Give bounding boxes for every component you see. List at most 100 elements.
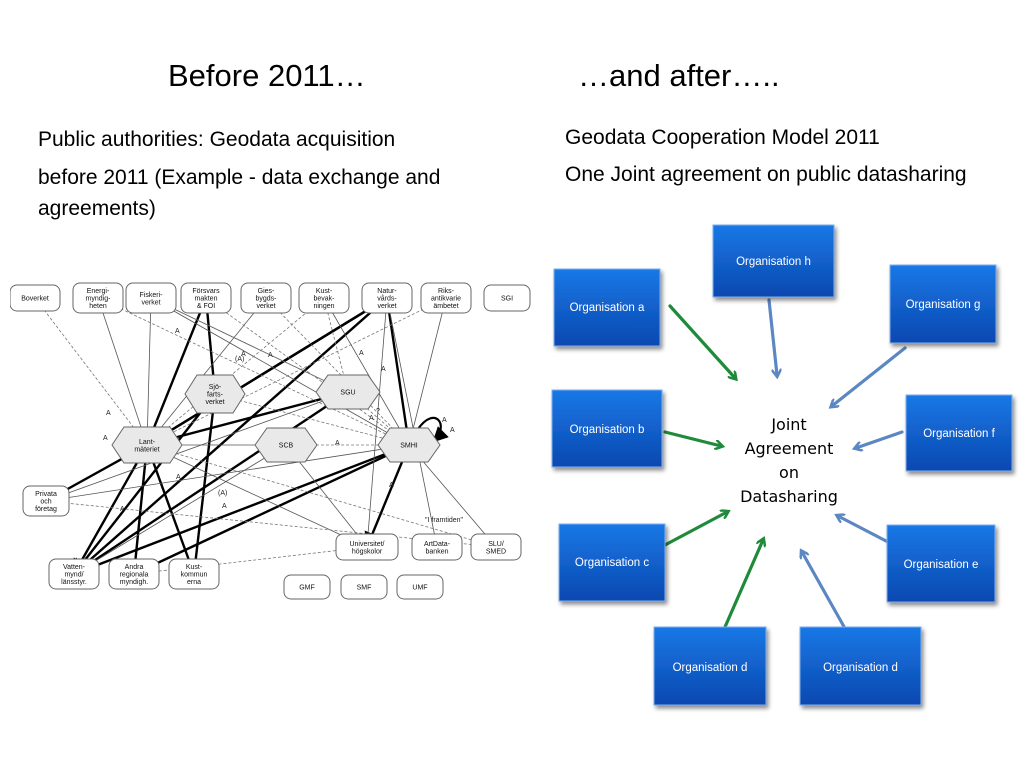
edge-sjo-kustkommun (187, 393, 217, 577)
edge-label: A (103, 435, 108, 442)
svg-text:mynd/: mynd/ (64, 572, 83, 579)
edge-forsvars-smhi (205, 297, 410, 446)
svg-text:Riks-: Riks- (438, 288, 455, 295)
organisation-label-f: Organisation f (923, 428, 995, 440)
node-gies: Gies-bygds-verket (240, 282, 292, 314)
node-smhi: SMHI (377, 427, 441, 463)
edge-natur-smhi (385, 297, 416, 448)
svg-text:högskolor: högskolor (352, 548, 383, 555)
svg-text:och: och (40, 499, 51, 506)
svg-text:Universitet/: Universitet/ (349, 541, 384, 548)
svg-text:verket: verket (377, 303, 396, 310)
node-smf: SMF (340, 574, 388, 600)
organisation-label-g: Organisation g (906, 299, 981, 311)
edge-label: A (442, 417, 447, 424)
svg-text:regionala: regionala (120, 572, 149, 579)
edge-label: A (369, 415, 374, 422)
edge-fiskeri-sgu (150, 297, 349, 393)
svg-text:ningen: ningen (313, 303, 334, 310)
heading-before: Before 2011… (168, 58, 366, 93)
node-gmf: GMF (283, 574, 331, 600)
organisation-box-d1: Organisation d (653, 626, 767, 706)
svg-text:Kust-: Kust- (186, 564, 203, 571)
edge-label: A (359, 350, 364, 357)
organisation-label-d2: Organisation d (823, 662, 898, 674)
edge-lant-forsvars (145, 295, 209, 446)
edge-label: A (241, 351, 246, 358)
svg-text:makten: makten (195, 296, 218, 303)
edge-label: A (268, 352, 273, 359)
edge-smhi-fiskeri (150, 297, 410, 446)
edge-smhi-andra (131, 443, 410, 576)
edge-sjo-vatten (72, 393, 216, 576)
arrow-organisation-d1 (723, 540, 763, 629)
edge-sgu-privata (45, 391, 349, 502)
organisation-box-f: Organisation f (905, 394, 1013, 472)
right-text-line1: Geodata Cooperation Model 2011 (565, 126, 880, 149)
svg-text:länsstyr.: länsstyr. (61, 579, 87, 586)
organisation-box-a: Organisation a (553, 268, 661, 347)
svg-text:UMF: UMF (412, 585, 427, 592)
organisation-label-h: Organisation h (736, 256, 811, 268)
edge-label: A (106, 410, 111, 417)
edge-energi-smhi (97, 297, 410, 446)
svg-text:GMF: GMF (299, 585, 315, 592)
organisation-label-e: Organisation e (904, 559, 979, 571)
arrow-organisation-e (838, 516, 890, 544)
svg-text:ämbetet: ämbetet (433, 303, 458, 310)
svg-text:Försvars: Försvars (192, 288, 220, 295)
svg-text:Gies-: Gies- (258, 288, 275, 295)
edge-natur-vatten (72, 297, 388, 576)
edge-label: (A) (218, 490, 227, 497)
svg-text:SMF: SMF (357, 585, 372, 592)
organisation-label-c: Organisation c (575, 557, 649, 569)
svg-text:Kust-: Kust- (316, 288, 333, 295)
organisation-box-g: Organisation g (889, 264, 997, 344)
joint-agreement-line: Datasharing (740, 487, 838, 506)
svg-text:verket: verket (141, 299, 160, 306)
node-energi: Energi-myndig-heten (72, 282, 124, 314)
svg-text:Andra: Andra (125, 564, 144, 571)
edge-lant-vatten (72, 444, 149, 577)
svg-text:antikvarie: antikvarie (431, 296, 461, 303)
organisation-box-b: Organisation b (551, 389, 663, 468)
svg-text:Natur-: Natur- (377, 288, 397, 295)
svg-text:mäteriet: mäteriet (134, 446, 159, 453)
svg-text:Fiskeri-: Fiskeri- (140, 292, 164, 299)
edge-natur-universitet (364, 297, 388, 548)
svg-text:bygds-: bygds- (255, 296, 277, 303)
svg-text:verket: verket (256, 303, 275, 310)
arrow-organisation-d2 (802, 552, 849, 634)
edge-label: ? (376, 408, 380, 415)
edge-boverket-lant (34, 297, 148, 446)
node-vatten: Vatten-mynd/länsstyr. (48, 558, 100, 590)
svg-text:företag: företag (35, 506, 57, 513)
node-scb: SCB (254, 427, 318, 463)
diagram-nodes: Boverket Energi-myndig-heten Fiskeri-verke… (10, 282, 531, 600)
edge-natur-artdata (386, 297, 439, 548)
edge-sgu-vatten (72, 391, 349, 576)
svg-text:SMHI: SMHI (400, 443, 418, 450)
node-umf: UMF (396, 574, 444, 600)
node-natur: Natur-vårds-verket (361, 282, 413, 314)
edge-lant-andra (127, 444, 149, 577)
left-text-line2: before 2011 (Example - data exchange and… (38, 166, 441, 220)
joint-agreement-line: on (779, 463, 799, 482)
arrow-organisation-g (832, 346, 907, 406)
svg-text:SMED: SMED (486, 548, 506, 555)
node-universitet: Universitet/högskolor (335, 533, 399, 561)
edge-gies-smhi (265, 297, 410, 446)
svg-text:Boverket: Boverket (21, 296, 49, 303)
edge-label: (A) (235, 356, 244, 363)
cooperation-model-diagram: Organisation h Organisation a Organisation… (551, 224, 1013, 706)
node-sgu: SGU (315, 374, 381, 410)
svg-text:Energi-: Energi- (87, 288, 110, 295)
organisation-box-d2: Organisation d (799, 626, 922, 706)
edge-smhi-vatten (71, 443, 410, 577)
joint-agreement-line: Agreement (745, 439, 834, 458)
svg-text:vårds-: vårds- (377, 295, 397, 303)
